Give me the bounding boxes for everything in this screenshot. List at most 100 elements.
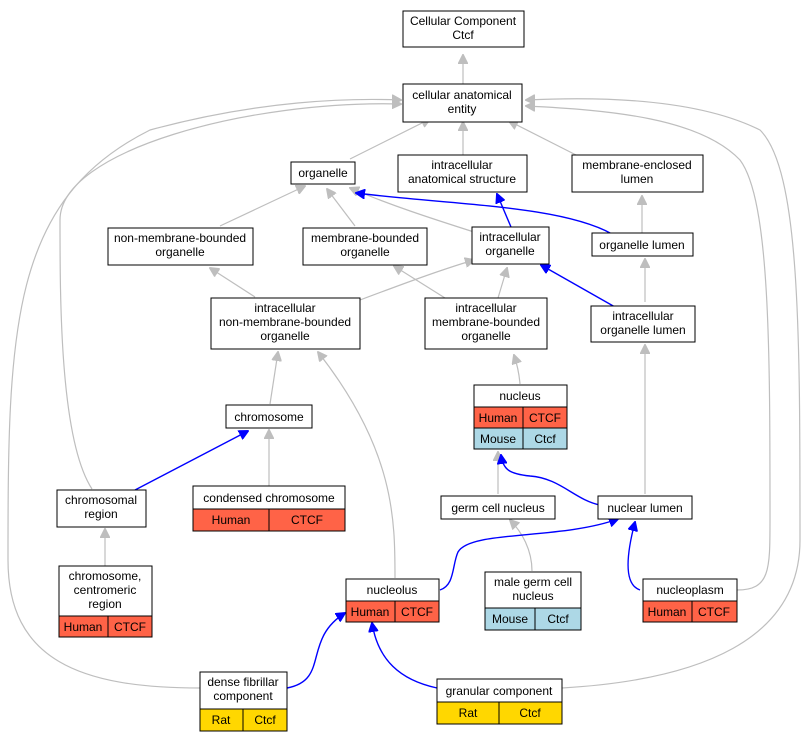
node-label: region xyxy=(84,507,117,521)
node-label: intracellular xyxy=(254,301,315,315)
node-label: nucleus xyxy=(499,389,540,403)
node-label: organelle xyxy=(340,245,390,259)
edge-nuclearlumen-to-nucleus-partof xyxy=(501,455,601,506)
node-label: Ctcf xyxy=(452,28,474,42)
edge-mbo-to-organelle xyxy=(327,189,356,227)
node-dense-fibrillar-component[interactable]: dense fibrillar component Rat Ctcf xyxy=(199,671,288,732)
gene-cell-human xyxy=(691,600,738,623)
node-label: nucleoplasm xyxy=(656,583,723,597)
node-label: chromosome xyxy=(234,410,304,424)
edge-granular-to-cae xyxy=(526,99,801,689)
node-nucleoplasm[interactable]: nucleoplasm Human CTCF xyxy=(642,578,738,623)
gene-label: CTCF xyxy=(529,411,561,425)
node-germ-cell-nucleus[interactable]: germ cell nucleus xyxy=(440,495,556,520)
node-organelle-lumen[interactable]: organelle lumen xyxy=(591,232,694,257)
node-label: organelle lumen xyxy=(600,323,685,337)
edge-inmbo-to-nmbo xyxy=(210,268,256,298)
node-label: centromeric xyxy=(74,583,137,597)
node-intracellular-organelle-lumen[interactable]: intracellular organelle lumen xyxy=(590,305,696,343)
node-organelle[interactable]: organelle xyxy=(290,161,356,185)
species-label: Mouse xyxy=(480,432,516,446)
node-label: germ cell nucleus xyxy=(451,501,544,515)
node-label: organelle xyxy=(260,329,310,343)
node-label: granular component xyxy=(446,684,553,698)
node-label: entity xyxy=(448,102,477,116)
species-label: Human xyxy=(64,620,103,634)
node-label: dense fibrillar xyxy=(207,675,278,689)
node-label: organelle xyxy=(298,166,348,180)
edge-ol-to-organelle-partof xyxy=(356,193,613,235)
node-label: chromosome, xyxy=(69,569,142,583)
node-chromosomal-region[interactable]: chromosomal region xyxy=(56,489,147,528)
node-label: intracellular xyxy=(612,309,673,323)
node-label: nuclear lumen xyxy=(607,501,682,515)
edge-mel-to-cae xyxy=(509,121,581,158)
node-label: anatomical structure xyxy=(408,172,516,186)
node-label: region xyxy=(88,597,121,611)
node-chromosome-centromeric-region[interactable]: chromosome, centromeric region Human CTC… xyxy=(58,565,153,638)
species-label: Mouse xyxy=(492,612,528,626)
node-label: component xyxy=(213,689,273,703)
node-label: intracellular xyxy=(431,158,492,172)
node-condensed-chromosome[interactable]: condensed chromosome Human CTCF xyxy=(192,485,346,532)
gene-label: Ctcf xyxy=(254,713,276,727)
node-label: cellular anatomical xyxy=(412,88,511,102)
edge-nmbo-to-organelle xyxy=(219,186,305,227)
node-membrane-enclosed-lumen[interactable]: membrane-enclosed lumen xyxy=(571,154,704,193)
node-label: intracellular xyxy=(479,230,540,244)
node-chromosome[interactable]: chromosome xyxy=(225,404,313,429)
gene-label: Ctcf xyxy=(534,432,556,446)
edge-chromregion-to-chromosome-partof xyxy=(134,431,248,491)
node-granular-component[interactable]: granular component Rat Ctcf xyxy=(436,678,563,725)
gene-label: Ctcf xyxy=(519,706,541,720)
node-label: lumen xyxy=(621,172,654,186)
edge-nucleolus-to-inmbo xyxy=(318,352,396,579)
species-label: Human xyxy=(648,605,687,619)
node-label: membrane-bounded xyxy=(432,315,540,329)
node-male-germ-cell-nucleus[interactable]: male germ cell nucleus Mouse Ctcf xyxy=(484,571,582,631)
node-cellular-anatomical-entity[interactable]: cellular anatomical entity xyxy=(402,83,523,123)
node-label: organelle xyxy=(461,329,511,343)
gene-label: CTCF xyxy=(114,620,146,634)
species-label: Rat xyxy=(459,706,478,720)
edge-granular-to-nucleolus-partof xyxy=(372,623,438,689)
gene-cell-human xyxy=(394,600,440,623)
gene-label: CTCF xyxy=(291,513,323,527)
node-label: intracellular xyxy=(455,301,516,315)
node-intracellular-membrane-bounded-organelle[interactable]: intracellular membrane-bounded organelle xyxy=(424,297,548,350)
gene-cell-mouse xyxy=(522,427,568,450)
node-nucleolus[interactable]: nucleolus Human CTCF xyxy=(345,578,440,623)
node-cellular-component[interactable]: Cellular Component Ctcf xyxy=(402,10,525,48)
node-label: organelle xyxy=(155,245,205,259)
species-label: Rat xyxy=(212,713,231,727)
edge-inmbo-to-io xyxy=(359,260,474,301)
node-nucleus[interactable]: nucleus Human CTCF Mouse Ctcf xyxy=(473,384,568,450)
node-intracellular-non-membrane-bounded-organelle[interactable]: intracellular non-membrane-bounded organ… xyxy=(210,297,361,350)
node-label: nucleus xyxy=(512,589,553,603)
node-intracellular-organelle[interactable]: intracellular organelle xyxy=(471,226,550,265)
nodes: Cellular Component Ctcf cellular anatomi… xyxy=(56,10,738,732)
edge-iol-to-io-partof xyxy=(541,265,616,308)
edge-dfc-to-nucleolus-partof xyxy=(286,613,345,689)
edge-nucleoplasm-to-cae xyxy=(526,106,771,591)
gene-cell-mouse xyxy=(534,607,582,631)
edge-imbo-to-io xyxy=(497,268,507,299)
node-label: nucleolus xyxy=(367,583,418,597)
gene-cell-rat xyxy=(242,708,288,732)
node-non-membrane-bounded-organelle[interactable]: non-membrane-bounded organelle xyxy=(107,227,254,266)
node-nuclear-lumen[interactable]: nuclear lumen xyxy=(597,495,693,520)
node-label: male germ cell xyxy=(494,575,572,589)
edge-nucleus-to-imbo xyxy=(514,355,520,385)
node-label: Cellular Component xyxy=(410,14,517,28)
gene-cell-human xyxy=(268,508,346,532)
gene-cell-rat xyxy=(498,701,563,725)
node-intracellular-anatomical-structure[interactable]: intracellular anatomical structure xyxy=(397,154,528,193)
species-label: Human xyxy=(479,411,518,425)
edge-chromosome-to-inmbo xyxy=(269,352,278,405)
node-label: condensed chromosome xyxy=(203,491,335,505)
node-label: chromosomal xyxy=(65,493,137,507)
node-membrane-bounded-organelle[interactable]: membrane-bounded organelle xyxy=(302,227,428,266)
node-label: organelle lumen xyxy=(599,238,684,252)
edges xyxy=(7,55,801,689)
